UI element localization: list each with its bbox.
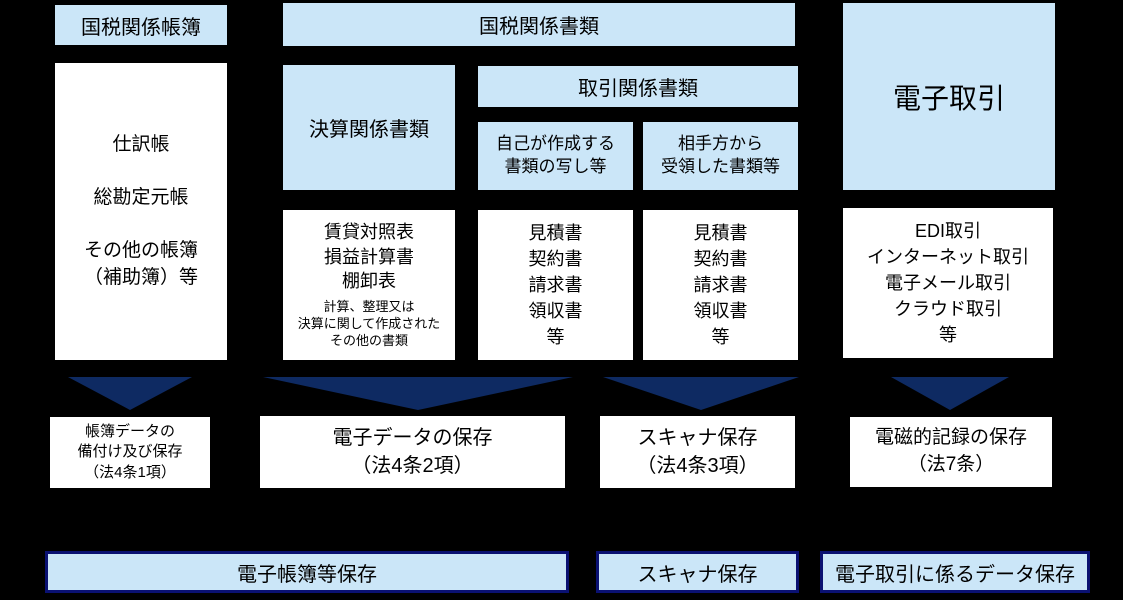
storage-method-box-scanner: スキャナ保存 （法4条3項） — [600, 416, 795, 488]
category-bar-electronic-books: 電子帳簿等保存 — [45, 551, 569, 593]
storage-method-box-electronic-data: 電子データの保存 （法4条2項） — [260, 416, 565, 488]
settlement-docs-box: 決算関係書類 — [283, 65, 455, 190]
electronic-examples-box: EDI取引 インターネット取引 電子メール取引 クラウド取引 等 — [843, 208, 1053, 358]
self-made-docs-box: 自己が作成する 書類の写し等 — [478, 122, 633, 190]
down-arrow-electromagnetic — [891, 377, 1009, 410]
transaction-docs-header: 取引関係書類 — [478, 66, 798, 107]
storage-method-box-ledger-data: 帳簿データの 備付け及び保存 （法4条1項） — [50, 417, 210, 488]
received-examples-box: 見積書 契約書 請求書 領収書 等 — [643, 210, 798, 360]
ledgers-examples-box: 仕訳帳 総勘定元帳 その他の帳簿 （補助簿）等 — [55, 63, 227, 360]
settlement-examples-main: 賃貸対照表 損益計算書 棚卸表 — [324, 222, 414, 291]
down-arrow-ledgers — [68, 377, 192, 410]
received-docs-box: 相手方から 受領した書類等 — [643, 122, 798, 190]
ledgers-header: 国税関係帳簿 — [55, 5, 227, 45]
category-bar-scanner: スキャナ保存 — [596, 551, 799, 593]
category-bar-electronic-transaction-data: 電子取引に係るデータ保存 — [820, 551, 1090, 593]
settlement-examples-box: 賃貸対照表 損益計算書 棚卸表 計算、整理又は 決算に関して作成された その他の… — [283, 210, 455, 360]
self-made-examples-box: 見積書 契約書 請求書 領収書 等 — [478, 210, 633, 360]
storage-method-box-electromagnetic: 電磁的記録の保存 （法7条） — [850, 417, 1052, 487]
settlement-examples-note: 計算、整理又は 決算に関して作成された その他の書類 — [297, 299, 441, 348]
electronic-transactions-box: 電子取引 — [843, 3, 1055, 190]
down-arrow-scanner — [603, 377, 799, 410]
down-arrow-electronic-data — [263, 377, 573, 410]
documents-header: 国税関係書類 — [283, 3, 795, 46]
